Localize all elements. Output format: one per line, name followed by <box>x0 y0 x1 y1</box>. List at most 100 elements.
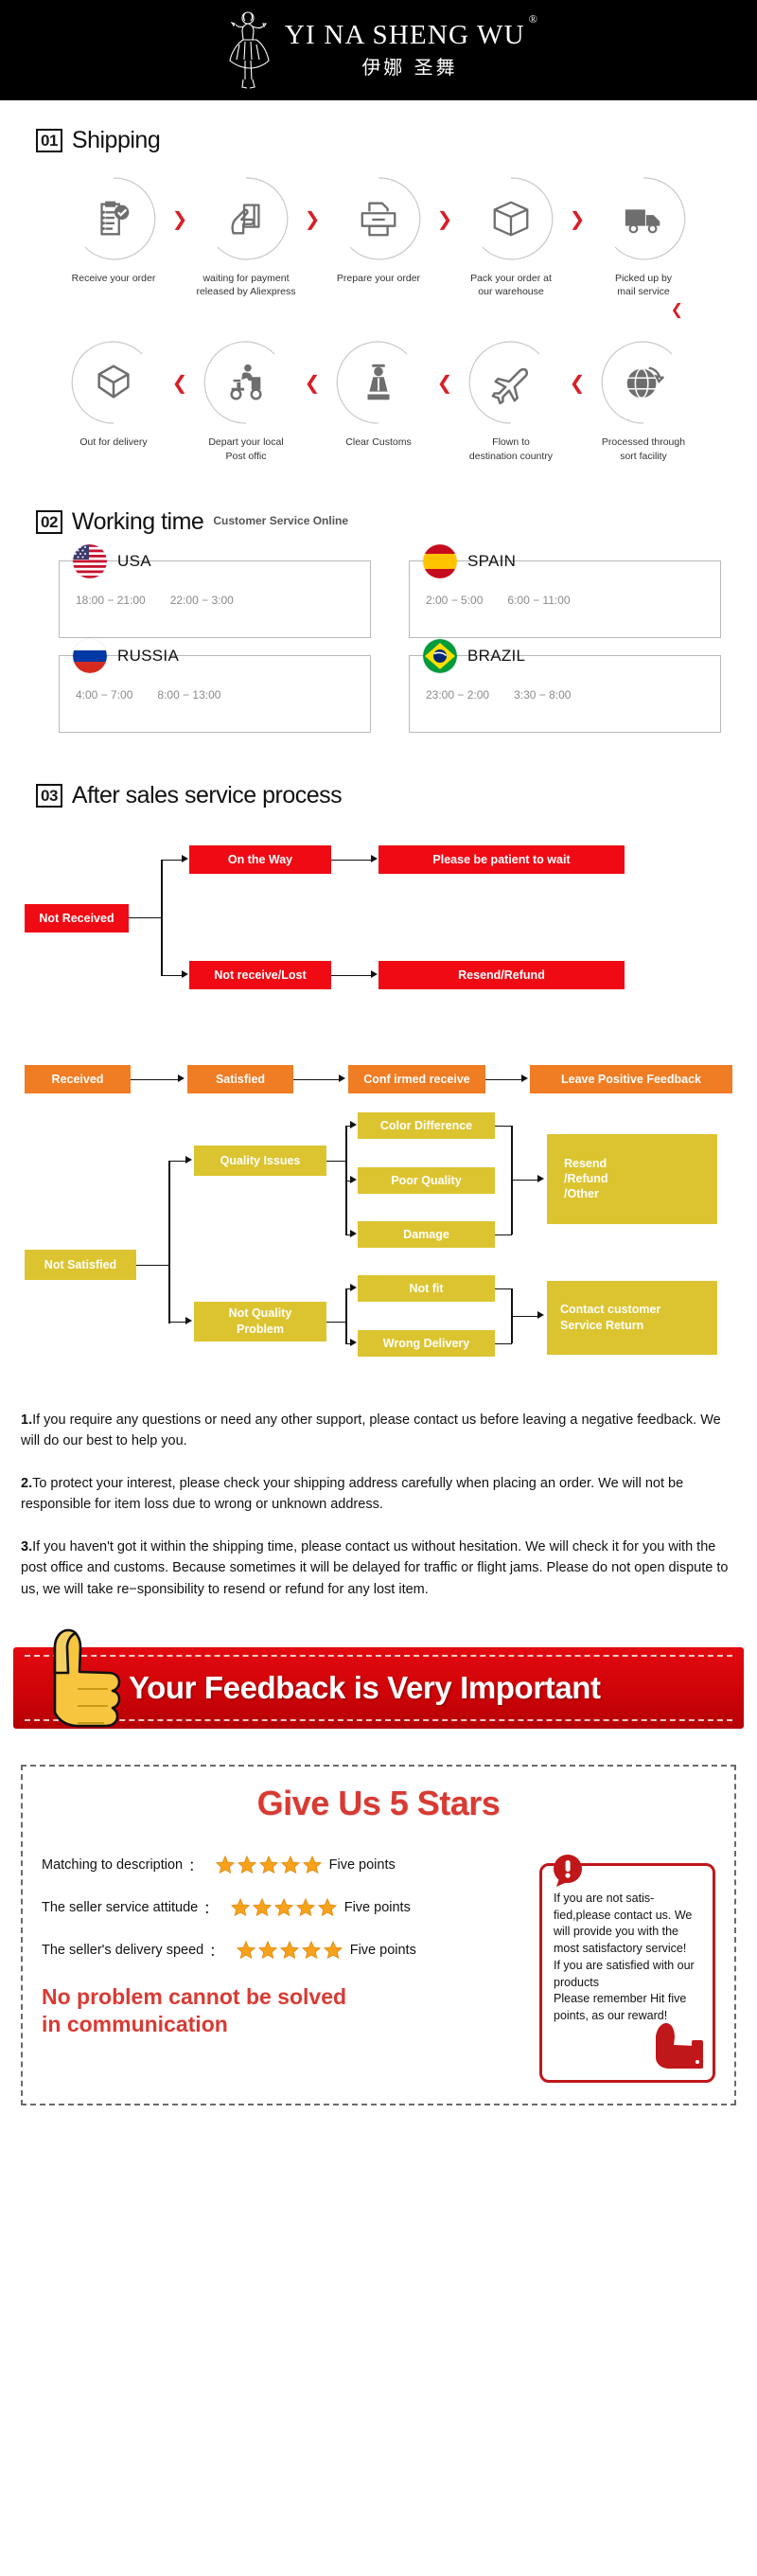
card-header: RUSSIA <box>73 638 357 673</box>
flow-node-please-wait: Please be patient to wait <box>378 844 625 874</box>
policy-note: 1.If you require any questions or need a… <box>21 1410 736 1452</box>
shipping-step: Flown to destination country <box>455 339 567 462</box>
card-header: USA <box>73 543 357 578</box>
working-hours: 2:00 − 5:00 6:00 − 11:00 <box>423 594 707 607</box>
working-time-card-usa: USA 18:00 − 21:00 22:00 − 3:00 <box>59 543 371 638</box>
working-time-card-spain: SPAIN 2:00 − 5:00 6:00 − 11:00 <box>409 543 721 638</box>
time-slot-2: 3:30 − 8:00 <box>514 687 572 702</box>
shipping-step: Processed through sort facility <box>588 339 699 462</box>
flow-connector <box>495 1288 512 1290</box>
flow-connector <box>511 1179 537 1181</box>
flow-connector <box>485 1078 521 1081</box>
flow-connector <box>168 1160 170 1324</box>
shipping-arrow-left: ❮ <box>569 371 586 395</box>
flow-arrow-head <box>178 1074 185 1082</box>
flow-arrow-head <box>371 969 378 978</box>
flow-connector <box>345 1125 347 1235</box>
customs-officer-icon <box>367 364 390 400</box>
flow-connector <box>168 1160 185 1163</box>
shipping-step-label: Prepare your order <box>336 273 421 284</box>
rating-colon: ： <box>188 1858 202 1874</box>
flow-connector <box>293 1078 339 1081</box>
working-time-heading: 02 Working time Customer Service Online <box>0 508 757 536</box>
flow-connector <box>511 1315 537 1318</box>
shipping-arrow-down: ❮ <box>670 300 683 319</box>
shipping-step-label: Clear Customs <box>345 436 412 449</box>
flow-connector <box>495 1125 512 1128</box>
working-time-card-brazil: BRAZIL 23:00 − 2:00 3:30 − 8:00 <box>409 638 721 733</box>
policy-note: 2.To protect your interest, please check… <box>21 1473 736 1516</box>
flow-arrow-head <box>350 1338 357 1346</box>
flow-node-line-2: Service Return <box>560 1318 644 1332</box>
time-slot-2: 8:00 − 13:00 <box>157 687 221 702</box>
brand-text: YI NA SHENG WU® 伊娜 圣舞 <box>285 12 537 79</box>
shipping-step: Pack your order at our warehouse <box>455 175 567 298</box>
flow-node-line-3: /Other <box>564 1187 599 1201</box>
rating-body: Matching to description ： Five points Th… <box>42 1839 715 2083</box>
after-sales-section-number: 03 <box>36 783 62 808</box>
usa-flag-icon <box>73 543 107 578</box>
rating-row: Matching to description ： Five points <box>42 1856 526 1875</box>
star-icon <box>230 1898 250 1917</box>
rating-label: Matching to description <box>42 1857 184 1874</box>
feedback-banner-text: Your Feedback is Very Important <box>129 1669 601 1705</box>
note-number: 1. <box>21 1412 33 1428</box>
star-icon <box>323 1941 343 1960</box>
rating-points: Five points <box>349 1943 416 1959</box>
banner-dashed-top <box>25 1654 732 1657</box>
flow-node-received: Received <box>25 1064 131 1093</box>
flow-connector <box>136 1264 168 1267</box>
brand-name-en: YI NA SHENG WU® <box>285 12 537 49</box>
circle-ring-icon <box>84 177 156 260</box>
printer-icon <box>361 202 396 237</box>
shipping-row-1: Receive your order ❯ waiting for payment… <box>0 154 757 298</box>
star-rating-5[interactable] <box>208 1856 329 1874</box>
flow-node-damage: Damage <box>358 1220 495 1248</box>
flow-connector <box>345 1125 350 1128</box>
flow-connector <box>131 1078 178 1081</box>
shipping-step-label: Processed through sort facility <box>601 436 686 462</box>
flow-connector <box>161 974 182 977</box>
shipping-step-circle <box>202 175 290 262</box>
shipping-step: Prepare your order <box>323 175 434 285</box>
star-rating-5[interactable] <box>229 1941 350 1960</box>
working-section-title: Working time <box>71 507 204 535</box>
rating-request-box: Give Us 5 Stars Matching to description … <box>21 1764 736 2105</box>
time-slot-1: 2:00 − 5:00 <box>426 593 484 607</box>
rating-notice-box: If you are not satis-fied,please contact… <box>539 1854 715 2083</box>
working-section-subtitle: Customer Service Online <box>213 514 349 528</box>
flow-node-confirmed-receive: Conf irmed receive <box>348 1064 485 1093</box>
rating-colon: ： <box>203 1901 218 1917</box>
star-icon <box>215 1856 235 1874</box>
rating-row: The seller service attitude ： Five point… <box>42 1898 526 1918</box>
shipping-step: Receive your order <box>58 175 169 285</box>
tagline-line-1: No problem cannot be solved <box>42 1983 347 2009</box>
flow-arrow-head <box>185 1316 192 1324</box>
circle-ring-icon <box>336 341 408 424</box>
working-hours: 4:00 − 7:00 8:00 − 13:00 <box>73 688 357 702</box>
star-rating-5[interactable] <box>223 1898 344 1917</box>
truck-icon <box>625 209 660 234</box>
flow-arrow-head <box>537 1310 544 1319</box>
policy-note: 3.If you haven't got it within the shipp… <box>21 1537 736 1600</box>
star-icon <box>273 1898 293 1917</box>
star-icon <box>280 1856 300 1874</box>
shipping-arrow-left: ❮ <box>171 371 188 395</box>
rating-notice-text: If you are not satis-fied,please contact… <box>554 1891 695 2023</box>
working-hours: 18:00 − 21:00 22:00 − 3:00 <box>73 594 357 607</box>
card-header: SPAIN <box>423 543 707 578</box>
after-sales-flowchart: Not Received On the Way Please be patien… <box>0 809 757 1396</box>
note-number: 3. <box>21 1538 33 1554</box>
flow-arrow-head <box>371 854 378 862</box>
shipping-arrow-left: ❮ <box>304 371 321 395</box>
brand-header: YI NA SHENG WU® 伊娜 圣舞 <box>0 0 757 100</box>
shipping-row-2: Out for delivery ❮ <box>0 318 757 462</box>
brand-name-cn: 伊娜 圣舞 <box>361 55 458 79</box>
flow-node-not-fit: Not fit <box>358 1274 495 1302</box>
time-slot-1: 23:00 − 2:00 <box>426 687 490 702</box>
note-text: If you require any questions or need any… <box>21 1412 721 1449</box>
flow-connector <box>331 974 371 977</box>
rating-points: Five points <box>328 1857 396 1874</box>
brazil-flag-icon <box>423 638 457 673</box>
flow-node-leave-positive-feedback: Leave Positive Feedback <box>530 1064 732 1093</box>
